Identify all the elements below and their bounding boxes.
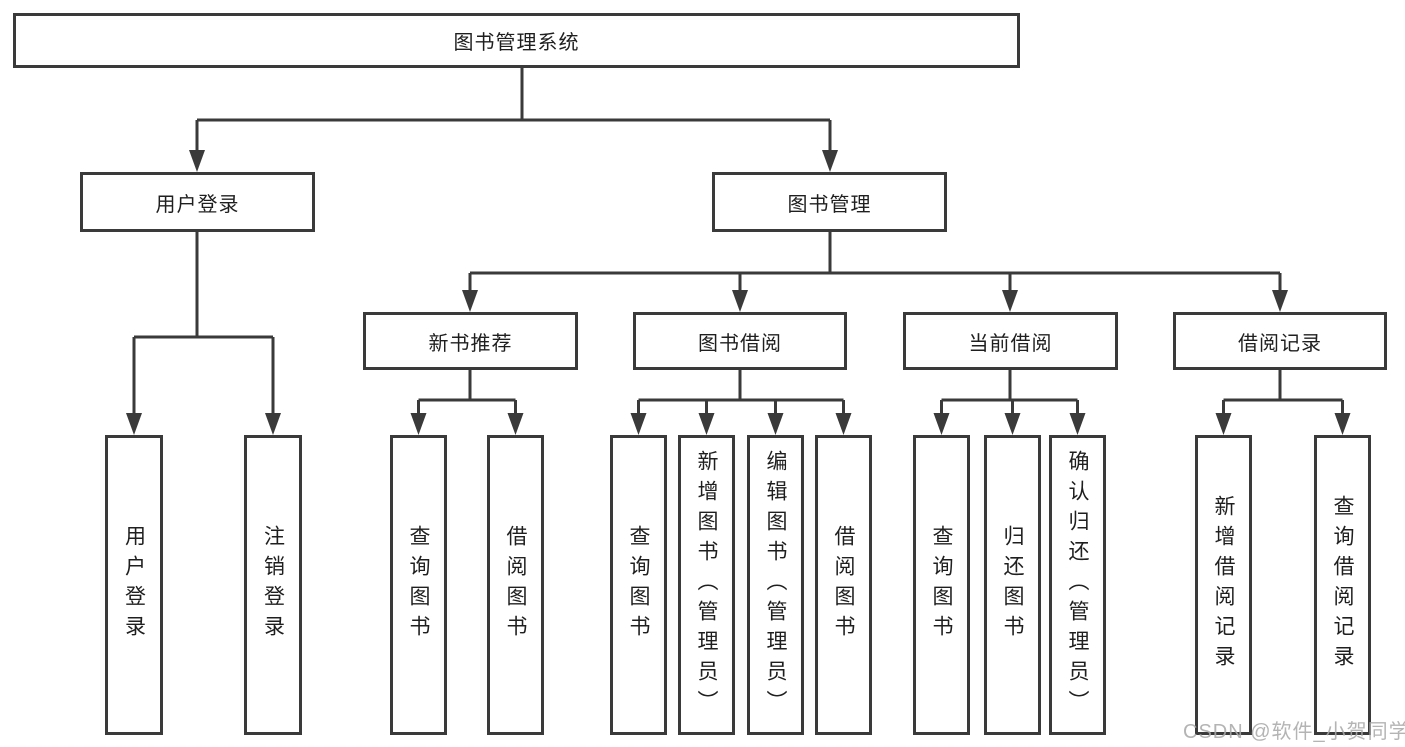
leaf-return-books: 归还图书 [984, 435, 1041, 735]
node-library-system: 图书管理系统 [13, 13, 1020, 68]
leaf-label: 查询借阅记录 [1331, 495, 1354, 675]
node-label: 用户登录 [155, 193, 240, 216]
node-label: 图书借阅 [698, 332, 782, 355]
node-label: 当前借阅 [968, 332, 1053, 355]
leaf-query-books-recommend: 查询图书 [390, 435, 447, 735]
leaf-add-books-admin: 新增图书（管理员） [678, 435, 735, 735]
leaf-label: 借阅图书 [504, 525, 527, 645]
leaf-query-books-borrow: 查询图书 [610, 435, 667, 735]
node-current-borrow: 当前借阅 [903, 312, 1118, 370]
leaf-query-books-current: 查询图书 [913, 435, 970, 735]
node-book-management: 图书管理 [712, 172, 947, 232]
leaf-borrow-books-recommend: 借阅图书 [487, 435, 544, 735]
node-label: 借阅记录 [1238, 332, 1322, 355]
connector-records [1222, 370, 1344, 417]
leaf-label: 新增借阅记录 [1212, 495, 1235, 675]
leaf-label: 借阅图书 [832, 525, 855, 645]
node-borrow-records: 借阅记录 [1173, 312, 1387, 370]
leaf-edit-books-admin: 编辑图书（管理员） [747, 435, 804, 735]
connector-newbooks [417, 370, 517, 417]
leaf-query-borrow-record: 查询借阅记录 [1314, 435, 1371, 735]
leaf-label: 注销登录 [261, 525, 285, 645]
csdn-watermark: CSDN @软件_小贺同学 [1183, 721, 1405, 743]
leaf-label: 查询图书 [627, 525, 650, 645]
node-label: 图书管理系统 [453, 32, 580, 54]
node-new-book-recommend: 新书推荐 [363, 312, 578, 370]
node-user-login: 用户登录 [80, 172, 315, 232]
leaf-logout: 注销登录 [244, 435, 302, 735]
arrowheads [126, 150, 1351, 435]
leaf-label: 归还图书 [1001, 525, 1024, 645]
node-label: 新书推荐 [428, 332, 513, 355]
node-book-borrow: 图书借阅 [633, 312, 847, 370]
leaf-label: 确认归还（管理员） [1066, 450, 1089, 720]
leaf-confirm-return-admin: 确认归还（管理员） [1049, 435, 1106, 735]
leaf-label: 编辑图书（管理员） [764, 450, 787, 720]
leaf-label: 查询图书 [930, 525, 953, 645]
leaf-label: 新增图书（管理员） [695, 450, 718, 720]
leaf-add-borrow-record: 新增借阅记录 [1195, 435, 1252, 735]
connector-current [940, 370, 1079, 417]
leaf-label: 查询图书 [407, 525, 430, 645]
leaf-user-login: 用户登录 [105, 435, 163, 735]
connector-borrow [637, 370, 845, 417]
leaf-label: 用户登录 [122, 525, 146, 645]
leaf-borrow-books: 借阅图书 [815, 435, 872, 735]
node-label: 图书管理 [787, 193, 872, 216]
